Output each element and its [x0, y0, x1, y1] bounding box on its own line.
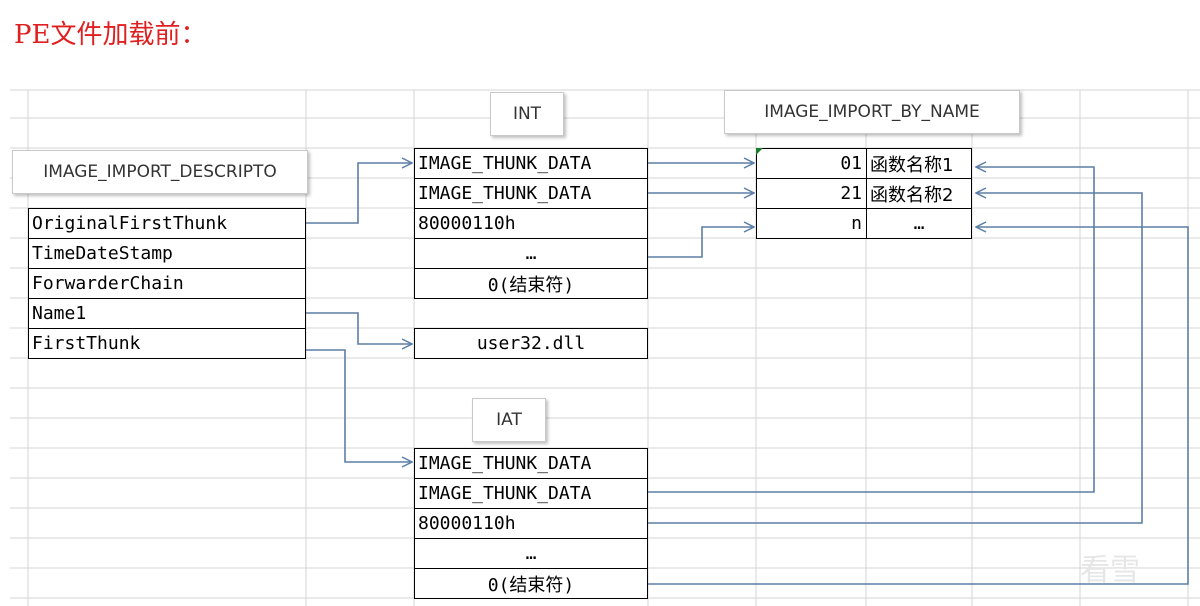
int-row: IMAGE_THUNK_DATA [414, 178, 648, 209]
iat-label: IAT [472, 398, 546, 442]
by-name-function: 函数名称1 [866, 148, 972, 179]
iat-row: IMAGE_THUNK_DATA [414, 478, 648, 509]
by-name-hint: n [756, 208, 867, 239]
by-name-function: 函数名称2 [866, 178, 972, 209]
int-row: IMAGE_THUNK_DATA [414, 148, 648, 179]
int-row: 0(结束符) [414, 268, 648, 299]
int-row: … [414, 238, 648, 269]
descriptor-row-time-date-stamp: TimeDateStamp [28, 238, 306, 269]
int-row: 80000110h [414, 208, 648, 239]
cell-comment-marker [756, 148, 763, 155]
iat-row: IMAGE_THUNK_DATA [414, 448, 648, 479]
dll-name-cell: user32.dll [414, 328, 648, 359]
descriptor-row-forwarder-chain: ForwarderChain [28, 268, 306, 299]
iat-row: 0(结束符) [414, 568, 648, 599]
by-name-function: … [866, 208, 972, 239]
watermark: 看雪 [1080, 553, 1140, 588]
int-label: INT [490, 92, 564, 136]
iat-row: … [414, 538, 648, 569]
descriptor-row-original-first-thunk: OriginalFirstThunk [28, 208, 306, 239]
page-title: PE文件加载前： [14, 20, 207, 50]
descriptor-row-first-thunk: FirstThunk [28, 328, 306, 359]
iat-row: 80000110h [414, 508, 648, 539]
descriptor-row-name1: Name1 [28, 298, 306, 329]
by-name-hint: 21 [756, 178, 867, 209]
by-name-hint: 01 [756, 148, 867, 179]
by-name-label: IMAGE_IMPORT_BY_NAME [724, 90, 1020, 134]
descriptor-label: IMAGE_IMPORT_DESCRIPTO [12, 150, 308, 194]
